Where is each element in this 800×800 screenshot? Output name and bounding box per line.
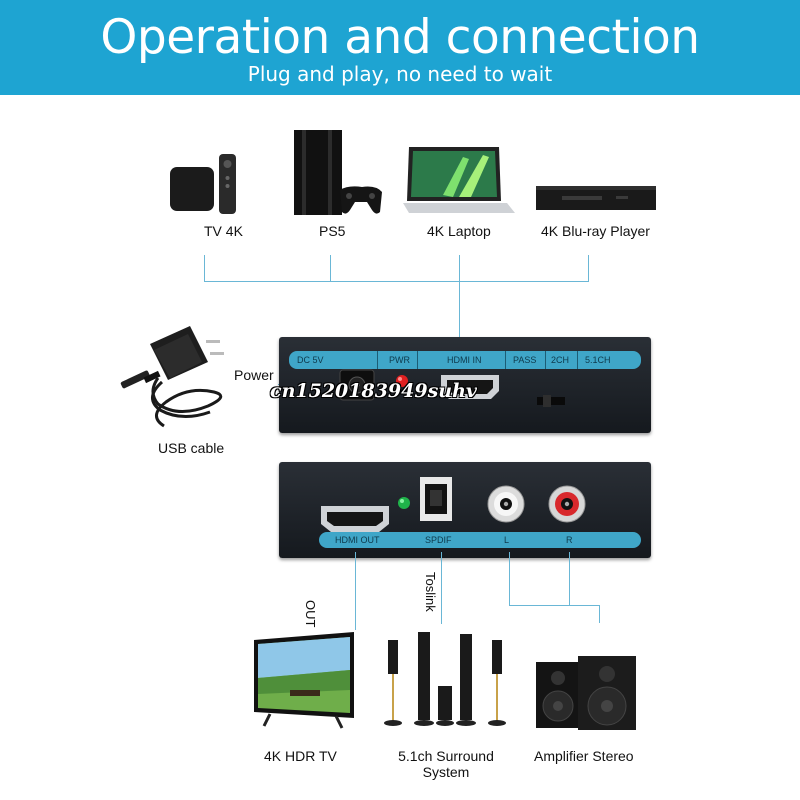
header-banner: Operation and connection Plug and play, …	[0, 0, 800, 95]
output-label-amplifier: Amplifier Stereo	[534, 748, 634, 764]
stereo-speakers-icon	[536, 656, 636, 730]
connector-line	[569, 552, 570, 606]
connector-line	[599, 605, 600, 623]
front-label-51ch: 5.1CH	[585, 355, 611, 365]
front-label-hdmi-in: HDMI IN	[447, 355, 482, 365]
output-label-surround-line2: System	[422, 764, 470, 780]
connector-line	[355, 552, 356, 630]
output-label-surround: 5.1ch Surround System	[396, 748, 496, 780]
page-title: Operation and connection	[100, 10, 700, 65]
usb-cable-label: USB cable	[158, 440, 225, 456]
out-label: OUT	[303, 600, 318, 628]
front-label-pass: PASS	[513, 355, 537, 365]
rear-label-spdif: SPDIF	[425, 535, 452, 545]
converter-front-panel: DC 5V PWR HDMI IN PASS 2CH 5.1CH	[279, 337, 651, 433]
output-label-surround-line1: 5.1ch Surround	[398, 748, 494, 764]
connector-line	[330, 255, 331, 282]
game-console-icon	[294, 130, 382, 215]
connector-line	[509, 605, 600, 606]
rear-label-r: R	[566, 535, 573, 545]
rear-label-l: L	[504, 535, 510, 545]
connector-line	[459, 255, 460, 380]
output-label-tv: 4K HDR TV	[264, 748, 337, 764]
page-subtitle: Plug and play, no need to wait	[247, 62, 553, 86]
rear-label-strip: HDMI OUT SPDIF L R	[319, 532, 641, 548]
power-adapter-icon	[120, 326, 224, 428]
dc-power-jack-icon	[339, 369, 375, 401]
connector-line	[588, 255, 589, 282]
connector-line	[509, 552, 510, 606]
power-led-icon	[396, 375, 408, 387]
source-label-tv4k: TV 4K	[204, 223, 243, 239]
source-label-laptop: 4K Laptop	[427, 223, 491, 239]
power-label: Power	[234, 367, 274, 383]
status-led-icon	[398, 497, 410, 509]
tv-icon	[254, 632, 354, 729]
mode-switch-icon	[537, 395, 565, 407]
rca-right-port-icon	[548, 485, 586, 523]
spdif-port-icon	[420, 477, 452, 521]
rear-label-hdmi-out: HDMI OUT	[335, 535, 380, 545]
front-label-pwr: PWR	[389, 355, 410, 365]
source-label-bluray: 4K Blu-ray Player	[541, 223, 650, 239]
bluray-player-icon	[536, 186, 656, 210]
converter-rear-panel: HDMI OUT SPDIF L R	[279, 462, 651, 558]
source-label-ps5: PS5	[319, 223, 346, 239]
watermark-text: cn1520183949suhv	[270, 380, 477, 402]
connector-line	[204, 281, 589, 282]
front-label-dc5v: DC 5V	[297, 355, 324, 365]
connector-line	[441, 552, 442, 624]
tv-box-icon	[170, 154, 236, 214]
front-label-2ch: 2CH	[551, 355, 570, 365]
toslink-label: Toslink	[423, 572, 438, 612]
hdmi-in-port-icon	[441, 375, 499, 399]
hdmi-out-port-icon	[321, 506, 389, 532]
laptop-icon	[403, 147, 515, 213]
front-label-strip: DC 5V PWR HDMI IN PASS 2CH 5.1CH	[289, 351, 641, 369]
rca-left-port-icon	[487, 485, 525, 523]
connector-line	[204, 255, 205, 282]
speaker-towers-icon	[384, 632, 506, 726]
